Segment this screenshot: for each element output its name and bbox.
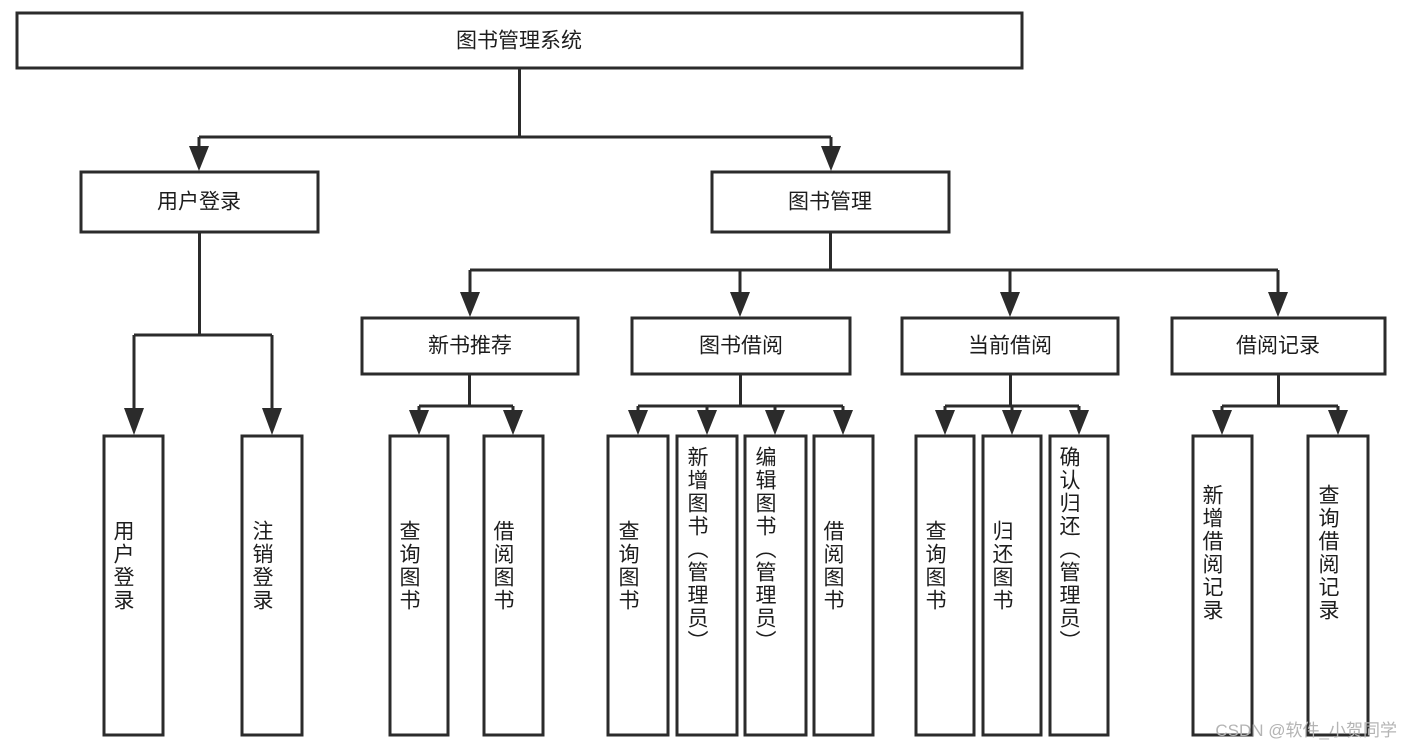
arrow-head-current-borrow (1000, 292, 1020, 317)
connector-group-user-login (124, 232, 282, 435)
node-user-login-box (79, 170, 320, 234)
arrow-head-leaf-query-book-2 (628, 410, 648, 435)
node-root-system[interactable]: 图书管理系统 (15, 11, 1024, 70)
arrow-head-leaf-logout (262, 408, 282, 435)
leaf-box-edit-book[interactable] (743, 434, 808, 737)
arrow-head-leaf-query-book-1 (409, 410, 429, 435)
leaf-box-add-borrow-record[interactable] (1191, 434, 1254, 737)
leaf-box-user-login[interactable] (102, 434, 165, 737)
leaf-box-query-book-borrow[interactable] (606, 434, 670, 737)
node-new-book-recommend-label: 新书推荐 (428, 335, 512, 358)
connector-group-new-book-rec (409, 374, 523, 435)
leaf-box-query-book-rec[interactable] (388, 434, 450, 737)
node-borrow-record-box (1170, 316, 1387, 376)
node-book-borrow-label: 图书借阅 (699, 335, 783, 358)
connector-group-root (189, 68, 841, 171)
node-book-borrow-box (630, 316, 852, 376)
arrow-head-leaf-query-book-3 (935, 410, 955, 435)
arrow-head-borrow-record (1268, 292, 1288, 317)
arrow-head-leaf-query-record (1328, 410, 1348, 435)
connector-group-borrow-record (1212, 374, 1348, 435)
node-book-borrow[interactable]: 图书借阅 (630, 316, 852, 376)
node-current-borrow[interactable]: 当前借阅 (900, 316, 1120, 376)
csdn-watermark: CSDN @软件_小贺同学 (1215, 721, 1397, 740)
leaf-box-logout[interactable] (240, 434, 304, 737)
arrow-head-user-login (189, 146, 209, 171)
connector-group-current-borrow (935, 374, 1089, 435)
node-root-system-box (15, 11, 1024, 70)
leaf-box-confirm-return[interactable] (1048, 434, 1110, 737)
node-borrow-record[interactable]: 借阅记录 (1170, 316, 1387, 376)
node-current-borrow-box (900, 316, 1120, 376)
node-book-manage-label: 图书管理 (788, 191, 872, 214)
arrow-head-new-book-rec (460, 292, 480, 317)
arrow-head-leaf-return-book (1002, 410, 1022, 435)
node-root-system-label: 图书管理系统 (456, 30, 582, 53)
arrow-head-book-manage (821, 146, 841, 171)
leaf-box-return-book[interactable] (981, 434, 1043, 737)
leaf-box-borrow-book-rec[interactable] (482, 434, 545, 737)
leaf-box-query-borrow-record[interactable] (1306, 434, 1370, 737)
connector-group-book-manage (460, 232, 1288, 317)
arrow-head-leaf-add-record (1212, 410, 1232, 435)
arrow-head-leaf-add-book (697, 410, 717, 435)
arrow-head-book-borrow (730, 292, 750, 317)
leaf-box-borrow-book[interactable] (812, 434, 875, 737)
node-user-login-label: 用户登录 (157, 191, 241, 214)
arrow-head-leaf-user-login (124, 408, 144, 435)
connector-group-book-borrow (628, 374, 853, 435)
arrow-head-leaf-borrow-book-1 (503, 410, 523, 435)
node-user-login[interactable]: 用户登录 (79, 170, 320, 234)
node-new-book-recommend[interactable]: 新书推荐 (360, 316, 580, 376)
node-book-manage-box (710, 170, 951, 234)
node-current-borrow-label: 当前借阅 (968, 335, 1052, 358)
arrow-head-leaf-confirm-return (1069, 410, 1089, 435)
leaf-box-query-book-current[interactable] (914, 434, 976, 737)
node-borrow-record-label: 借阅记录 (1236, 335, 1320, 358)
arrow-head-leaf-edit-book (765, 410, 785, 435)
arrow-head-leaf-borrow-book-2 (833, 410, 853, 435)
leaf-box-add-book[interactable] (675, 434, 739, 737)
node-new-book-recommend-box (360, 316, 580, 376)
node-book-manage[interactable]: 图书管理 (710, 170, 951, 234)
